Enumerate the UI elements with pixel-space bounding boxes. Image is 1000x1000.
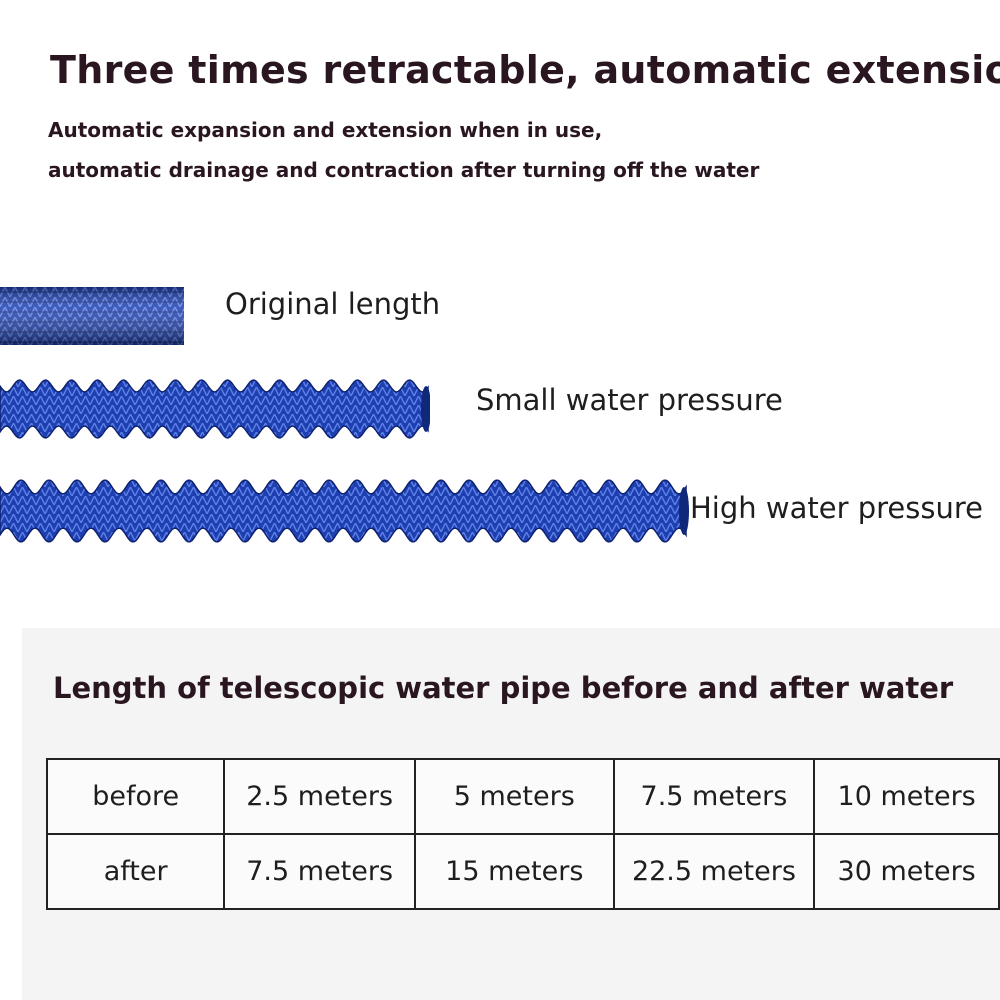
hose-original-image — [0, 287, 186, 347]
hose-body — [0, 380, 428, 438]
hose-original-label: Original length — [225, 287, 441, 321]
hose-end — [679, 487, 689, 535]
subtitle-line-1: Automatic expansion and extension when i… — [48, 118, 603, 142]
hose-high-pressure-image — [0, 478, 690, 544]
subtitle-line-2: automatic drainage and contraction after… — [48, 158, 760, 182]
hose-outline — [0, 379, 429, 439]
row-label-after: after — [45, 833, 226, 910]
table-row-before: before 2.5 meters 5 meters 7.5 meters 10… — [45, 758, 1000, 835]
page-title: Three times retractable, automatic exten… — [50, 48, 1000, 92]
hose-small-pressure-label: Small water pressure — [476, 383, 783, 417]
table-cell: 2.5 meters — [223, 758, 416, 835]
hose-end — [421, 386, 430, 432]
hose-outline — [0, 479, 687, 543]
table-cell: 7.5 meters — [612, 758, 816, 835]
table-cell: 10 meters — [813, 758, 1000, 835]
hose-body — [0, 480, 686, 542]
hose-high-pressure-label: High water pressure — [690, 491, 983, 525]
row-label-before: before — [45, 758, 226, 835]
table-cell: 30 meters — [813, 833, 1000, 910]
hose-small-pressure-image — [0, 378, 430, 440]
table-cell: 15 meters — [414, 833, 615, 910]
length-table: before 2.5 meters 5 meters 7.5 meters 10… — [45, 758, 1000, 910]
table-cell: 7.5 meters — [223, 833, 416, 910]
table-row-after: after 7.5 meters 15 meters 22.5 meters 3… — [45, 833, 1000, 910]
table-title: Length of telescopic water pipe before a… — [53, 671, 954, 705]
table-cell: 22.5 meters — [612, 833, 816, 910]
table-cell: 5 meters — [414, 758, 615, 835]
